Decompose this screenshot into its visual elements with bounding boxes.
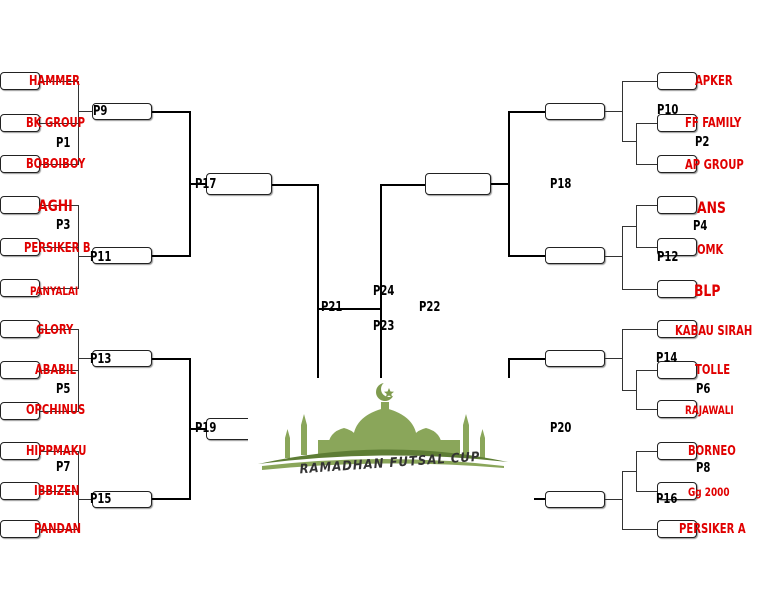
slot-left-7 bbox=[0, 320, 40, 338]
mosque-logo-icon bbox=[258, 381, 508, 470]
match-code-p10: P10 bbox=[657, 103, 679, 118]
team-right-2: FF FAMILY bbox=[685, 116, 742, 131]
slot-p9 bbox=[92, 103, 152, 120]
team-right-1: APKER bbox=[695, 74, 733, 89]
team-right-3: AP GROUP bbox=[685, 158, 744, 173]
match-code-p12: P12 bbox=[657, 250, 679, 265]
slot-p10 bbox=[545, 103, 605, 120]
slot-right-4 bbox=[657, 196, 697, 214]
team-right-7: KABAU SIRAH bbox=[675, 324, 753, 339]
team-left-3: BOBOIBOY bbox=[26, 157, 86, 172]
slot-p12 bbox=[545, 247, 605, 264]
team-left-1: HAMMER bbox=[29, 74, 80, 89]
slot-right-6 bbox=[657, 280, 697, 298]
team-left-4: AGHI bbox=[38, 196, 73, 215]
match-code-p8: P8 bbox=[696, 461, 711, 476]
team-right-4: ANS bbox=[697, 198, 726, 217]
team-left-5: PERSIKER B bbox=[24, 241, 91, 256]
match-code-p7: P7 bbox=[56, 460, 71, 475]
match-code-p4: P4 bbox=[693, 219, 708, 234]
slot-p18 bbox=[425, 173, 491, 195]
team-left-2: BK GROUP bbox=[26, 116, 86, 131]
match-code-p1: P1 bbox=[56, 136, 71, 151]
match-code-p19: P19 bbox=[195, 421, 217, 436]
slot-right-1 bbox=[657, 72, 697, 90]
match-code-p5: P5 bbox=[56, 382, 71, 397]
slot-left-5 bbox=[0, 238, 40, 256]
team-right-6: BLP bbox=[694, 281, 721, 300]
slot-left-2 bbox=[0, 114, 40, 132]
team-right-12: PERSIKER A bbox=[679, 522, 746, 537]
slot-left-6 bbox=[0, 279, 40, 297]
match-code-p22: P22 bbox=[419, 300, 441, 315]
match-code-p24: P24 bbox=[373, 284, 395, 299]
slot-right-11 bbox=[657, 482, 697, 500]
slot-left-9 bbox=[0, 402, 40, 420]
slot-right-2 bbox=[657, 114, 697, 132]
slot-right-10 bbox=[657, 442, 697, 460]
match-code-p3: P3 bbox=[56, 218, 71, 233]
slot-right-3 bbox=[657, 155, 697, 173]
slot-right-8 bbox=[657, 361, 697, 379]
team-left-8: ABABIL bbox=[35, 363, 77, 378]
team-right-5: OMK bbox=[697, 243, 724, 258]
slot-right-5 bbox=[657, 238, 697, 256]
match-code-p17: P17 bbox=[195, 177, 217, 192]
match-code-p21: P21 bbox=[321, 300, 343, 315]
match-code-p18: P18 bbox=[550, 177, 572, 192]
match-code-p15: P15 bbox=[90, 492, 112, 507]
team-left-6: PANYALAI bbox=[30, 284, 79, 298]
match-code-p20: P20 bbox=[550, 421, 572, 436]
team-left-9: OPCHINUS bbox=[26, 403, 86, 418]
slot-p17 bbox=[206, 173, 272, 195]
team-right-10: BORNEO bbox=[688, 444, 736, 459]
slot-right-9 bbox=[657, 400, 697, 418]
match-code-p11: P11 bbox=[90, 250, 112, 265]
team-left-11: IBBIZEN bbox=[34, 484, 80, 499]
slot-right-12 bbox=[657, 520, 697, 538]
slot-p15 bbox=[92, 491, 152, 508]
team-left-12: PANDAN bbox=[34, 522, 82, 537]
slot-p14 bbox=[545, 350, 605, 367]
team-right-8: TOLLE bbox=[695, 363, 731, 378]
slot-right-7 bbox=[657, 320, 697, 338]
match-code-p16: P16 bbox=[656, 492, 678, 507]
slot-left-3 bbox=[0, 155, 40, 173]
match-code-p6: P6 bbox=[696, 382, 711, 397]
slot-left-8 bbox=[0, 361, 40, 379]
team-right-11: Gg 2000 bbox=[688, 485, 730, 499]
match-code-p23: P23 bbox=[373, 319, 395, 334]
match-code-p9: P9 bbox=[93, 104, 108, 119]
slot-left-10 bbox=[0, 442, 40, 460]
match-code-p14: P14 bbox=[656, 351, 678, 366]
match-code-p2: P2 bbox=[695, 135, 710, 150]
match-code-p13: P13 bbox=[90, 352, 112, 367]
team-left-7: GLORY bbox=[36, 323, 74, 338]
team-right-9: RAJAWALI bbox=[685, 403, 734, 417]
slot-p19 bbox=[206, 418, 250, 440]
slot-p13 bbox=[92, 350, 152, 367]
slot-left-4 bbox=[0, 196, 40, 214]
team-left-10: HIPPMAKU bbox=[26, 444, 87, 459]
slot-left-11 bbox=[0, 482, 40, 500]
slot-p11 bbox=[92, 247, 152, 264]
slot-p16 bbox=[545, 491, 605, 508]
slot-left-1 bbox=[0, 72, 40, 90]
slot-left-12 bbox=[0, 520, 40, 538]
